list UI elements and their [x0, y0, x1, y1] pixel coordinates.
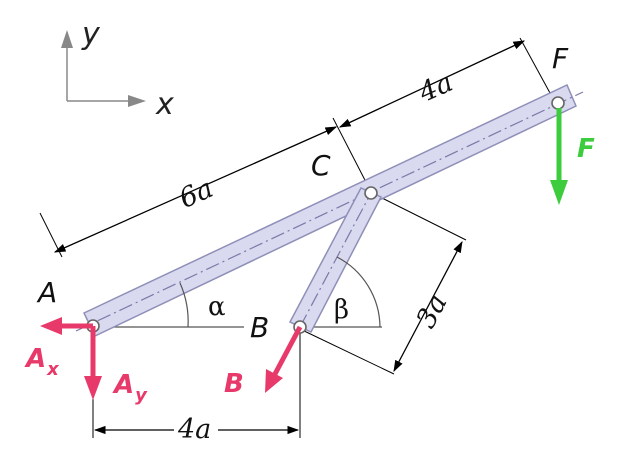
- member-BC-centerline: [299, 192, 372, 328]
- angle-alpha-arc: [179, 282, 189, 328]
- y-axis-label: y: [81, 17, 101, 52]
- dimension-CF-label: 4a: [414, 67, 458, 109]
- angle-beta-label: β: [334, 295, 349, 325]
- force-F-arrowhead-icon: [550, 180, 568, 205]
- dimension-perp-extension-top: [381, 197, 467, 241]
- angle-alpha-label: α: [208, 292, 226, 322]
- force-Ax-label: Ax: [24, 344, 60, 380]
- force-Ax: Ax: [24, 317, 93, 380]
- force-B-label: B: [224, 369, 244, 399]
- coordinate-axes: y x: [61, 17, 174, 122]
- force-Ay: Ay: [84, 326, 148, 406]
- x-axis-arrowhead-icon: [128, 95, 146, 107]
- force-Ax-arrowhead-icon: [40, 317, 62, 335]
- point-label-F: F: [552, 42, 569, 75]
- dimension-AB: 4a: [92, 330, 301, 445]
- force-F-label: F: [577, 134, 595, 164]
- force-Ay-arrowhead-icon: [84, 376, 102, 400]
- y-axis-arrowhead-icon: [61, 30, 73, 48]
- angle-beta-arc: [336, 256, 381, 328]
- dimension-CF-line: [338, 40, 526, 128]
- force-F: F: [550, 108, 595, 205]
- dimension-AB-label-bg: [174, 412, 218, 440]
- dimension-AB-label: 4a: [177, 414, 211, 445]
- force-B-shaft: [272, 325, 303, 376]
- dimension-AC-label: 6a: [175, 173, 218, 215]
- force-Ay-label: Ay: [112, 370, 148, 406]
- force-B-arrowhead-icon: [265, 369, 283, 393]
- dimension-AC-line: [53, 126, 338, 253]
- force-B: B: [224, 325, 303, 399]
- x-axis-label: x: [155, 87, 174, 122]
- member-AF: [75, 83, 584, 338]
- member-AF-centerline: [75, 91, 584, 332]
- point-label-B: B: [250, 311, 269, 344]
- point-label-C: C: [311, 149, 331, 182]
- dimension-perp-line: [393, 240, 463, 373]
- dimension-CF-extension-F: [519, 37, 551, 94]
- pin-C: [364, 186, 378, 200]
- dimension-perp-extension-bottom: [299, 328, 395, 375]
- point-label-A: A: [36, 276, 57, 309]
- member-AF-bar: [82, 83, 577, 338]
- dimension-CF-extension-C: [332, 117, 369, 187]
- pin-F: [551, 96, 565, 110]
